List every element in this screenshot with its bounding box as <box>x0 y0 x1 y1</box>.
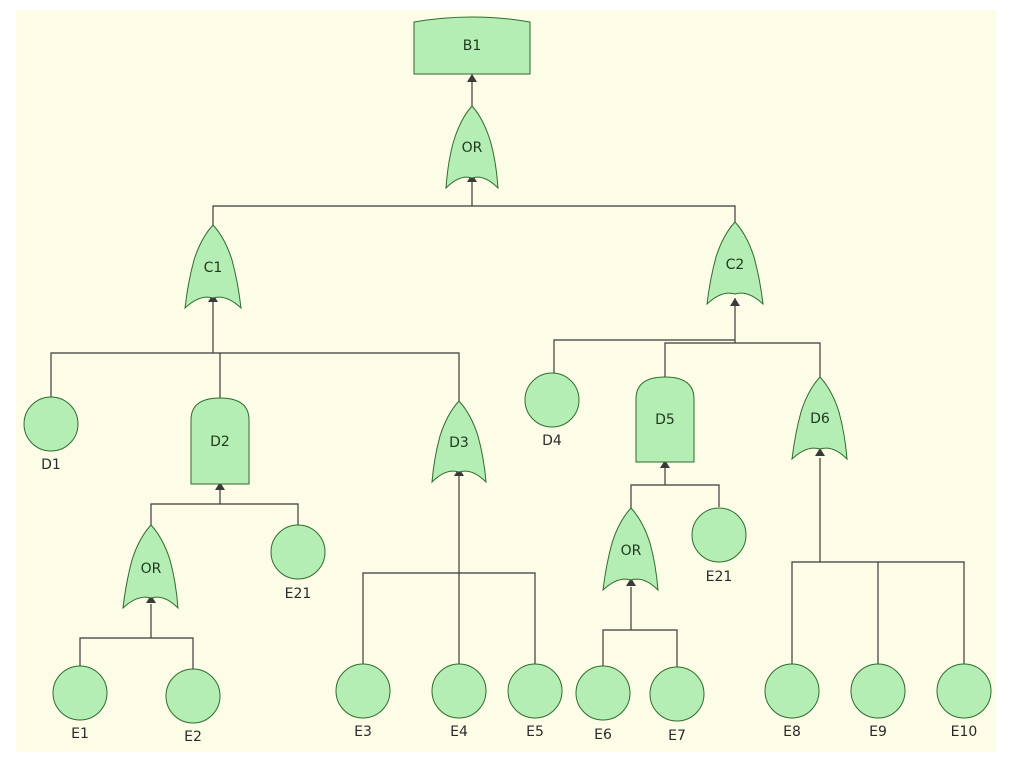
event-e9[interactable]: E9 <box>850 663 906 740</box>
gate-label: C2 <box>726 257 745 273</box>
gate-label: C1 <box>204 260 223 276</box>
event-e21-right[interactable]: E21 <box>691 507 747 585</box>
event-label: E2 <box>184 729 202 745</box>
and-gate-shape <box>190 397 250 485</box>
event-label: E21 <box>285 586 312 602</box>
basic-event-shape <box>23 396 79 452</box>
event-label: E21 <box>706 569 733 585</box>
wire-c1-d <box>50 302 460 401</box>
node-b1[interactable]: B1 <box>413 16 531 75</box>
basic-event-shape <box>850 663 906 719</box>
gate-d6[interactable]: D6 <box>791 376 848 461</box>
wire-d3-e <box>362 476 536 665</box>
event-label: D4 <box>542 433 562 449</box>
basic-event-shape <box>335 663 391 719</box>
basic-event-shape <box>575 665 631 721</box>
wire-c2-d <box>553 298 821 377</box>
wire-d2-children <box>150 488 299 525</box>
basic-event-shape <box>507 663 563 719</box>
event-e4[interactable]: E4 <box>431 663 487 740</box>
event-e7[interactable]: E7 <box>649 666 705 744</box>
and-gate-shape <box>635 376 695 463</box>
or-gate-shape <box>431 400 487 484</box>
basic-event-shape <box>165 668 221 724</box>
event-e21-left[interactable]: E21 <box>270 524 326 602</box>
or-gate-shape <box>706 221 764 306</box>
basic-event-shape <box>270 524 326 580</box>
gate-label: D6 <box>810 411 830 427</box>
event-label: E5 <box>526 724 544 740</box>
wire-d5-children <box>630 466 720 508</box>
basic-event-shape <box>524 372 580 428</box>
event-label: E10 <box>951 724 978 740</box>
or-gate-shape <box>602 507 659 592</box>
wire-or-c <box>212 182 736 225</box>
connectors <box>50 74 965 669</box>
event-e1[interactable]: E1 <box>52 665 108 742</box>
basic-event-shape <box>649 666 705 722</box>
gate-label: OR <box>462 140 483 156</box>
or-gate-shape <box>445 105 499 190</box>
arrow-icon <box>626 578 636 586</box>
event-d4[interactable]: D4 <box>524 372 580 449</box>
gate-label: OR <box>621 543 642 559</box>
arrow-icon <box>660 460 670 468</box>
event-e3[interactable]: E3 <box>335 663 391 740</box>
gate-c1[interactable]: C1 <box>184 224 242 310</box>
gate-label: D5 <box>655 412 675 428</box>
arrow-icon <box>730 298 740 306</box>
event-e2[interactable]: E2 <box>165 668 221 745</box>
gate-label: D2 <box>210 434 230 450</box>
event-e8[interactable]: E8 <box>764 663 820 740</box>
wire-d6-e <box>791 458 965 664</box>
arrow-icon <box>815 448 825 456</box>
event-e5[interactable]: E5 <box>507 663 563 740</box>
top-event-shape <box>413 16 531 75</box>
event-label: E9 <box>869 724 887 740</box>
event-e10[interactable]: E10 <box>936 663 992 740</box>
event-label: E7 <box>668 728 686 744</box>
event-label: E4 <box>450 724 468 740</box>
wire-ord5-e <box>602 587 678 667</box>
fault-tree-svg: B1 OR C1 C2 D3 D6 OR OR D2 D5 D <box>23 16 992 745</box>
fault-tree-canvas: B1 OR C1 C2 D3 D6 OR OR D2 D5 D <box>16 10 996 752</box>
event-label: D1 <box>41 457 61 473</box>
arrow-icon <box>467 74 477 82</box>
event-label: E1 <box>71 726 89 742</box>
basic-event-shape <box>936 663 992 719</box>
gate-label: D3 <box>449 435 469 451</box>
gate-label: OR <box>141 561 162 577</box>
or-gate-shape <box>791 376 848 461</box>
event-label: E3 <box>354 724 372 740</box>
event-label: E6 <box>594 727 612 743</box>
gate-or-top[interactable]: OR <box>445 105 499 190</box>
gate-d2[interactable]: D2 <box>190 397 250 485</box>
event-e6[interactable]: E6 <box>575 665 631 743</box>
gate-or-d5[interactable]: OR <box>602 507 659 592</box>
arrow-icon <box>215 482 225 490</box>
gate-d5[interactable]: D5 <box>635 376 695 463</box>
gate-or-d2[interactable]: OR <box>122 524 179 610</box>
event-d1[interactable]: D1 <box>23 396 79 473</box>
basic-event-shape <box>431 663 487 719</box>
or-gate-shape <box>122 524 179 610</box>
gate-c2[interactable]: C2 <box>706 221 764 306</box>
arrow-icon <box>146 595 156 603</box>
node-label: B1 <box>463 38 482 54</box>
wire-ord2-e <box>79 604 194 669</box>
or-gate-shape <box>184 224 242 310</box>
gate-d3[interactable]: D3 <box>431 400 487 484</box>
basic-event-shape <box>691 507 747 563</box>
basic-event-shape <box>764 663 820 719</box>
event-label: E8 <box>783 724 801 740</box>
basic-event-shape <box>52 665 108 721</box>
